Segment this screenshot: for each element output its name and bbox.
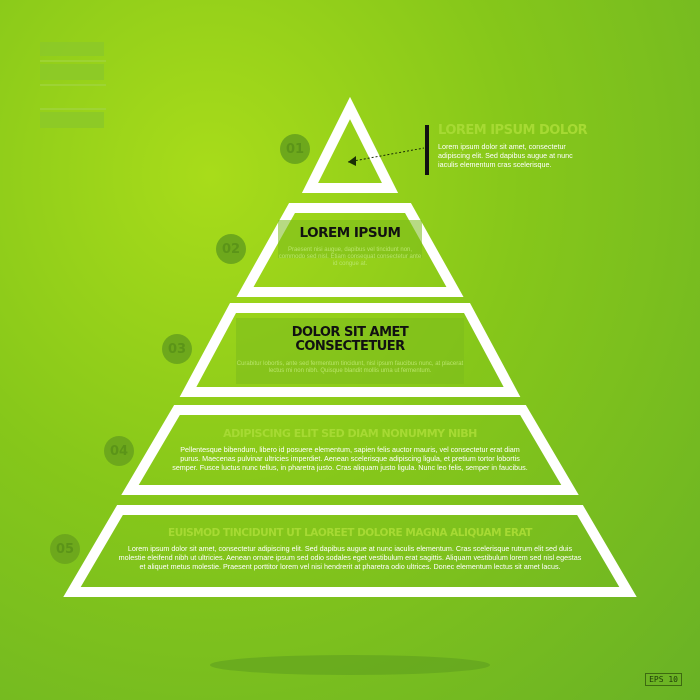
level-5-heading: EUISMOD TINCIDUNT UT LAOREET DOLORE MAGN… — [168, 527, 532, 539]
callout-arrowhead — [348, 156, 356, 166]
legend-block-3 — [40, 112, 104, 128]
legend-block-2 — [40, 64, 104, 80]
level-3-number: 03 — [162, 334, 192, 364]
top-callout-body: Lorem ipsum dolor sit amet, consectetur … — [438, 142, 573, 170]
level-4-body: Pellentesque bibendum, libero id posuere… — [172, 445, 528, 473]
level-1-shape — [301, 96, 399, 193]
level-2-body: Praesent nisi augue, dapibus vel tincidu… — [278, 246, 422, 267]
level-2-shape — [236, 203, 464, 297]
level-4-text: ADIPISCING ELIT SED DIAM NONUMMY NIBH Pe… — [172, 427, 528, 473]
callout-connector — [347, 147, 425, 163]
level-5-text: EUISMOD TINCIDUNT UT LAOREET DOLORE MAGN… — [118, 527, 582, 571]
level-3-text: DOLOR SIT AMET CONSECTETUER Curabitur lo… — [236, 325, 464, 375]
level-5-body: Lorem ipsum dolor sit amet, consectetur … — [118, 543, 582, 571]
eps-badge: EPS 10 — [645, 673, 682, 686]
level-4-heading: ADIPISCING ELIT SED DIAM NONUMMY NIBH — [223, 427, 477, 440]
legend-block-1 — [40, 42, 104, 56]
legend-divider-2 — [40, 84, 106, 86]
level-2-heading: LOREM IPSUM — [299, 225, 401, 241]
level-2-number: 02 — [216, 234, 246, 264]
level-1-number: 01 — [280, 134, 310, 164]
top-callout-heading: LOREM IPSUM DOLOR — [438, 123, 588, 138]
pyramid-shadow — [210, 655, 490, 675]
level-2-panel — [278, 220, 422, 258]
level-2-text: LOREM IPSUM Praesent nisi augue, dapibus… — [276, 226, 424, 268]
legend-divider-1 — [40, 60, 106, 62]
legend-divider-3 — [40, 108, 106, 110]
level-4-number: 04 — [104, 436, 134, 466]
top-callout: LOREM IPSUM DOLOR Lorem ipsum dolor sit … — [438, 123, 588, 170]
level-3-body: Curabitur lobortis, ante sed fermentum t… — [236, 360, 464, 374]
level-4-shape — [121, 405, 579, 495]
level-3-heading: DOLOR SIT AMET CONSECTETUER — [291, 325, 409, 355]
level-5-number: 05 — [50, 534, 80, 564]
callout-bar — [425, 125, 429, 175]
level-3-panel — [236, 318, 464, 384]
level-5-shape — [63, 505, 637, 597]
level-3-shape — [179, 303, 521, 397]
